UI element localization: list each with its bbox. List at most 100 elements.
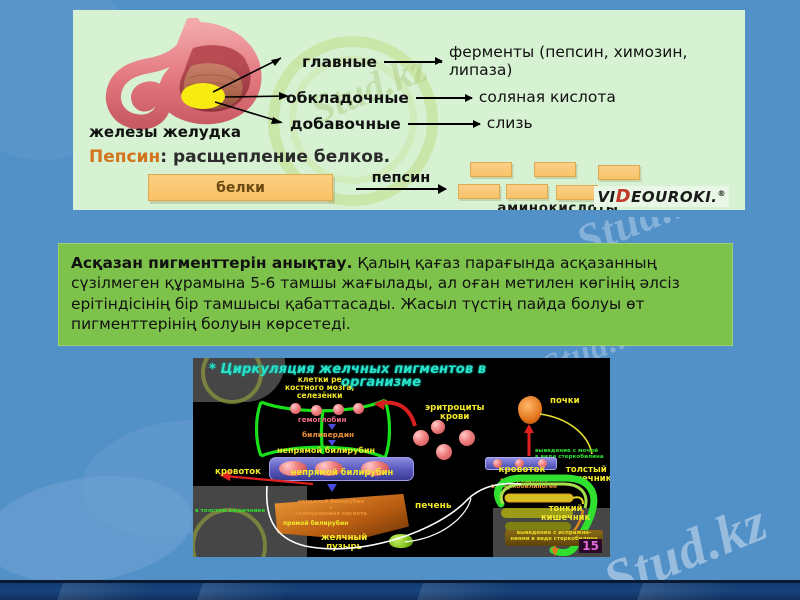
bone-marrow-label-l3: селезёнки	[296, 391, 343, 401]
gland-row-parietal: обкладочные соляная кислота	[286, 88, 616, 107]
gland-row-chief: главные ферменты (пепсин, химозин, липаз…	[302, 43, 689, 80]
pepsin-title: Пепсин: расщепление белков.	[89, 147, 390, 167]
in-large-intestine-label: в толстом кишечнике	[195, 508, 266, 514]
erythrocyte-ball	[431, 420, 445, 434]
erythrocyte-ball	[459, 430, 475, 446]
urine-excretion-label: выведение с мочой в виде стеркобилина	[535, 448, 604, 460]
gland-name-chief: главные	[302, 52, 377, 71]
arrow-chief	[383, 57, 443, 66]
gland-row-mucous: добавочные слизь	[290, 114, 533, 133]
small-intestine-l1: тонкий	[548, 503, 583, 513]
erythrocyte-ball	[436, 444, 452, 460]
pepsin-arrow-label: пепсин	[371, 170, 431, 186]
gland-product-parietal: соляная кислота	[478, 88, 616, 107]
gland-product-mucous: слизь	[486, 114, 533, 133]
bile-figure-title-line1: * Циркуляция желчных пигментов в	[209, 362, 487, 377]
bottom-divider-line	[0, 580, 800, 583]
down-arrow-icon	[328, 424, 336, 430]
red-up-arrow-icon	[524, 424, 534, 456]
feces-excretion-box	[505, 530, 603, 546]
bile-figure-title-line2: организме	[341, 375, 422, 390]
gallbladder-l1: желчный	[321, 533, 368, 543]
bile-pigment-figure: * Циркуляция желчных пигментов в организ…	[193, 358, 610, 557]
small-intestine-label: тонкий кишечник	[541, 503, 591, 523]
protein-box: белки	[148, 174, 333, 201]
figure-watermark-ring-inner	[289, 56, 417, 184]
indirect-bilirubin-label-2: непрямой билирубин	[290, 467, 394, 477]
erythrocyte-oval	[315, 461, 343, 476]
urine-excretion-l1: выведение с мочой	[535, 448, 599, 454]
bone-marrow-label-l1: клетки ре	[297, 375, 342, 384]
liver-detail-l2: +	[328, 504, 334, 511]
feces-excretion-l1: выведение с испражне-	[516, 530, 592, 536]
erythrocyte-dot	[333, 404, 344, 415]
kazakh-description-lead: Асқазан пигменттерін анықтау.	[71, 254, 353, 272]
down-arrow-icon	[328, 440, 336, 446]
arrow-mucous	[407, 119, 481, 128]
direct-bilirubin-label: прямой билирубин	[283, 520, 349, 527]
page-number: 15	[579, 539, 602, 553]
pepsin-title-word: Пепсин	[89, 147, 161, 167]
erythrocyte-dot	[493, 459, 502, 468]
large-intestine-l1: толстый	[565, 465, 607, 475]
bloodstream-left-arrow	[219, 470, 314, 486]
amino-acid-block	[470, 162, 512, 177]
videouroki-logo: VIDEOUROKI.®	[594, 186, 729, 207]
liver-detail-l3: глюкуроновая кислота	[295, 510, 367, 517]
protein-box-label: белки	[216, 179, 265, 196]
logo-part-1: VI	[597, 188, 616, 206]
erythrocyte-dot	[311, 405, 322, 416]
erythrocyte-oval	[279, 461, 307, 476]
logo-part-rest: EOUROKI.	[631, 188, 718, 206]
pepsin-reaction-arrow: пепсин	[356, 170, 447, 194]
gallbladder-label: желчный пузырь	[321, 533, 368, 553]
amino-acid-block	[556, 185, 598, 200]
amino-acid-block	[458, 184, 500, 199]
kazakh-description-box: Асқазан пигменттерін анықтау. Қалың қаға…	[58, 243, 733, 346]
urine-path-curve	[539, 413, 593, 455]
logo-trademark: ®	[717, 189, 726, 198]
erythrocyte-oval	[361, 461, 389, 476]
indirect-bilirubin-label-1: непрямой билирубин	[277, 446, 376, 455]
amino-acid-block	[506, 184, 548, 199]
feces-excretion-l2: ниями в виде стеркобилина	[510, 535, 598, 542]
bile-duct-curve	[265, 482, 522, 550]
amino-acid-block	[534, 162, 576, 177]
down-arrow-icon	[327, 484, 337, 492]
bloodstream-label-top: кровоток	[498, 465, 546, 475]
liver-detail-label: непрямой билирубин + глюкуроновая кислот…	[277, 499, 385, 517]
erythrocytes-label-l2: крови	[440, 412, 470, 423]
kidney-illustration	[518, 396, 542, 424]
biliverdin-label: биливердин	[302, 430, 355, 439]
red-curved-arrow-icon	[374, 399, 417, 427]
erythrocytes-label: эритроциты крови	[425, 403, 485, 423]
erythrocytes-label-l1: эритроциты	[425, 403, 485, 413]
pepsin-title-rest: : расщепление белков.	[160, 147, 391, 167]
intestine-illustration	[493, 474, 598, 556]
urine-excretion-l2: в виде стеркобилина	[535, 454, 604, 461]
hemoglobin-label: гемоглобин	[298, 415, 347, 424]
stomach-glands-figure: Stud.kz	[73, 10, 745, 217]
bar-light-streak	[196, 583, 294, 600]
kazakh-description-body: Қалың қағаз парағында асқазанның сүзілме…	[71, 254, 680, 334]
bar-light-streak	[56, 583, 154, 600]
bloodstream-label-left: кровоток	[215, 467, 261, 477]
erythrocyte-dot	[515, 459, 524, 468]
logo-part-d: D	[615, 186, 632, 207]
figure-watermark-ring	[201, 358, 263, 404]
small-intestine-l2: кишечник	[541, 512, 591, 523]
bar-light-streak	[416, 583, 514, 600]
gland-product-chief: ферменты (пепсин, химозин, липаза)	[448, 43, 688, 79]
bone-marrow-label-l2: костного мозга,	[285, 383, 355, 393]
bone-marrow-label: клетки ре костного мозга, селезёнки	[285, 375, 355, 401]
gallbladder-illustration	[389, 534, 413, 548]
kazakh-description-paragraph: Асқазан пигменттерін анықтау. Қалың қаға…	[71, 253, 720, 335]
kidneys-label: почки	[550, 396, 580, 406]
liver-detail-l1: непрямой билирубин	[297, 499, 365, 505]
liver-label: печень	[415, 501, 452, 511]
conversion-l2: в стеркобилиноген	[490, 483, 558, 491]
bar-light-streak	[636, 583, 734, 600]
stomach-glands-caption: железы желудка	[89, 123, 242, 141]
erythrocyte-dot	[353, 403, 364, 414]
